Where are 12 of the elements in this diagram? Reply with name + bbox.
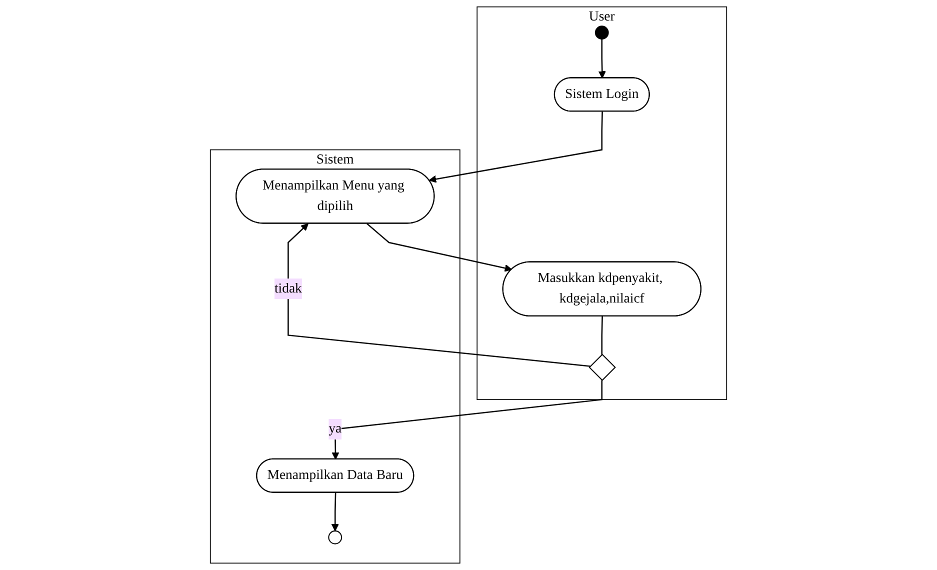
arrow [331, 492, 339, 532]
arrow [332, 380, 602, 460]
arrow [288, 223, 590, 367]
connector [601, 316, 603, 355]
arrow [428, 112, 603, 183]
arrow [366, 223, 512, 272]
node-diamond [588, 354, 616, 382]
node-circle [594, 26, 609, 40]
arrow [598, 39, 606, 78]
edge-label: tidak [274, 281, 302, 296]
edge-label: ya [328, 421, 342, 436]
node-circle [328, 530, 342, 544]
